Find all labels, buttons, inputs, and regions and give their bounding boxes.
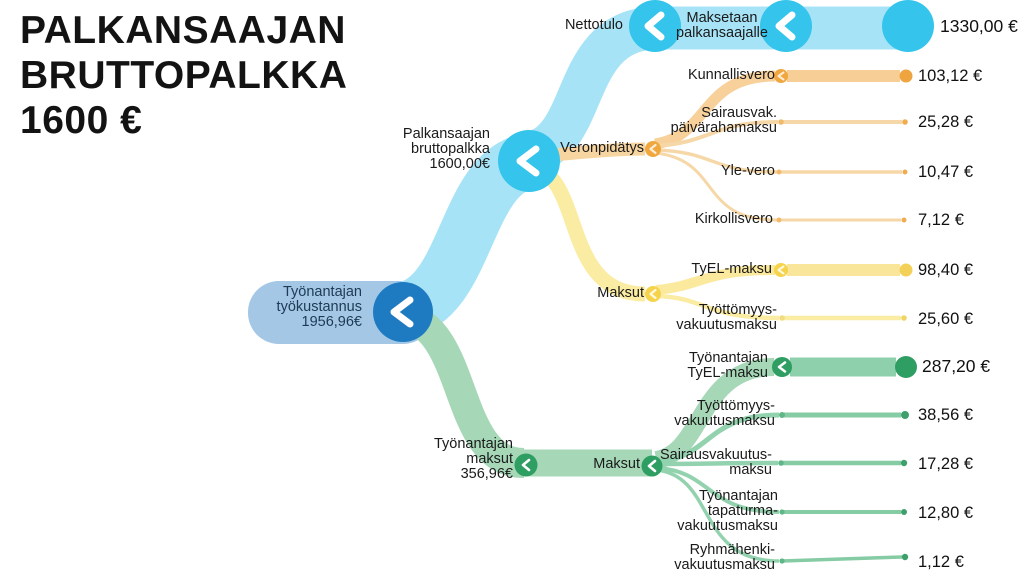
municipal-tax-collapse-button[interactable] [774, 69, 788, 83]
health-insurance-endpoint-dot [900, 459, 908, 467]
employee-tyel-value: 98,40 € [918, 261, 974, 279]
employee-contrib-label: Maksut [597, 285, 644, 301]
chevron-left-icon [647, 459, 657, 473]
employer-contrib-label: Työnantajan maksut 356,96€ [433, 436, 513, 483]
daily-allowance-node-dot [778, 119, 784, 125]
employee-unemployment-endpoint-dot [901, 315, 907, 321]
accident-insurance-node-dot [779, 509, 785, 515]
flow-employee-contrib-to-tyel [655, 265, 776, 295]
chevron-left-icon [516, 145, 540, 177]
employer-tyel-label: Työnantajan TyEL-maksu [687, 350, 768, 382]
group-life-endpoint-dot [901, 553, 909, 561]
employer-tyel-endpoint-dot [895, 356, 917, 378]
withholding-label: Veronpidätys [560, 140, 644, 156]
net-income-collapse-button[interactable] [629, 0, 681, 52]
flow-employee-contrib-to-unemployment [656, 293, 780, 321]
church-tax-endpoint-dot [901, 217, 907, 223]
flow-hub-to-employer-unemployment [656, 412, 780, 465]
employer-unemployment-value: 38,56 € [918, 406, 974, 424]
chevron-left-icon [644, 11, 665, 41]
gross-pay-label: Palkansaajan bruttopalkka 1600,00€ [402, 126, 490, 173]
net-total-endpoint-dot [882, 0, 934, 52]
yle-tax-label: Yle-vero [721, 163, 775, 179]
municipal-tax-value: 103,12 € [918, 67, 983, 85]
employer-unemployment-label: Työttömyys- vakuutusmaksu [674, 398, 775, 430]
accident-insurance-endpoint-dot [901, 509, 907, 515]
flow-withholding-to-municipal-tax [653, 70, 776, 150]
flow-hub-to-employer-tyel [653, 358, 775, 469]
accident-insurance-label: Työnantajan tapaturma- vakuutusmaksu [677, 488, 778, 535]
chevron-left-icon [390, 296, 414, 328]
employee-tyel-label: TyEL-maksu [691, 261, 772, 277]
employer-contrib-collapse-button[interactable] [514, 453, 538, 477]
employer-cost-collapse-button[interactable] [373, 282, 433, 342]
chevron-left-icon [775, 11, 796, 41]
gross-pay-collapse-button[interactable] [498, 130, 560, 192]
chevron-left-icon [521, 458, 531, 472]
health-insurance-value: 17,28 € [918, 455, 974, 473]
flow-hub-to-group-life [656, 468, 780, 563]
withholding-collapse-button[interactable] [645, 141, 661, 157]
chevron-left-icon [777, 361, 787, 373]
church-tax-value: 7,12 € [918, 211, 964, 229]
chevron-left-icon [777, 265, 785, 275]
paid-to-employee-label: Maksetaan palkansaajalle [676, 10, 768, 42]
health-insurance-node-dot [778, 460, 784, 466]
employer-tyel-value: 287,20 € [922, 356, 991, 376]
accident-insurance-value: 12,80 € [918, 504, 974, 522]
paid-to-employee-value: 1330,00 € [940, 16, 1018, 36]
chevron-left-icon [649, 288, 657, 300]
employer-cost-label: Työnantajan työkustannus 1956,96€ [276, 284, 362, 331]
municipal-tax-label: Kunnallisvero [687, 67, 775, 83]
employee-contrib-collapse-button[interactable] [645, 286, 661, 302]
employer-tyel-collapse-button[interactable] [772, 357, 792, 377]
yle-tax-node-dot [776, 169, 782, 175]
chevron-left-icon [777, 71, 785, 81]
employer-contrib-hub-collapse-button[interactable] [641, 455, 663, 477]
daily-allowance-value: 25,28 € [918, 113, 974, 131]
church-tax-node-dot [776, 217, 782, 223]
paid-to-employee-collapse-button[interactable] [760, 0, 812, 52]
flow-withholding-to-church-tax [655, 151, 778, 222]
employee-unemployment-label: Työttömyys- vakuutusmaksu [676, 302, 777, 334]
municipal-tax-endpoint-dot [899, 69, 913, 83]
yle-tax-endpoint-dot [902, 169, 908, 175]
group-life-label: Ryhmähenki- vakuutusmaksu [674, 542, 775, 574]
employer-unemployment-node-dot [779, 412, 785, 418]
flow-hub-to-health-insurance [656, 460, 779, 467]
employee-tyel-endpoint-dot [899, 263, 913, 277]
group-life-value: 1,12 € [918, 553, 964, 571]
page-title: PALKANSAAJAN BRUTTOPALKKA 1600 € [20, 9, 348, 142]
health-insurance-label: Sairausvakuutus- maksu [659, 447, 772, 479]
group-life-node-dot [779, 558, 785, 564]
daily-allowance-endpoint-dot [902, 119, 908, 125]
employee-unemployment-value: 25,60 € [918, 310, 974, 328]
church-tax-label: Kirkollisvero [694, 211, 773, 227]
employer-unemployment-endpoint-dot [901, 411, 909, 419]
flow-withholding-to-yle-tax [655, 148, 778, 174]
daily-allowance-label: Sairausvak. päivärahamaksu [670, 105, 777, 137]
employee-unemployment-node-dot [779, 315, 785, 321]
chevron-left-icon [649, 143, 657, 155]
employee-tyel-collapse-button[interactable] [774, 263, 788, 277]
flow-hub-to-accident-insurance [656, 466, 780, 514]
yle-tax-value: 10,47 € [918, 163, 974, 181]
bar-group-life [781, 555, 903, 563]
flow-withholding-to-daily-allowance [655, 120, 779, 148]
net-income-flow-label: Nettotulo [564, 17, 623, 33]
employer-contrib-hub-label: Maksut [593, 456, 640, 472]
